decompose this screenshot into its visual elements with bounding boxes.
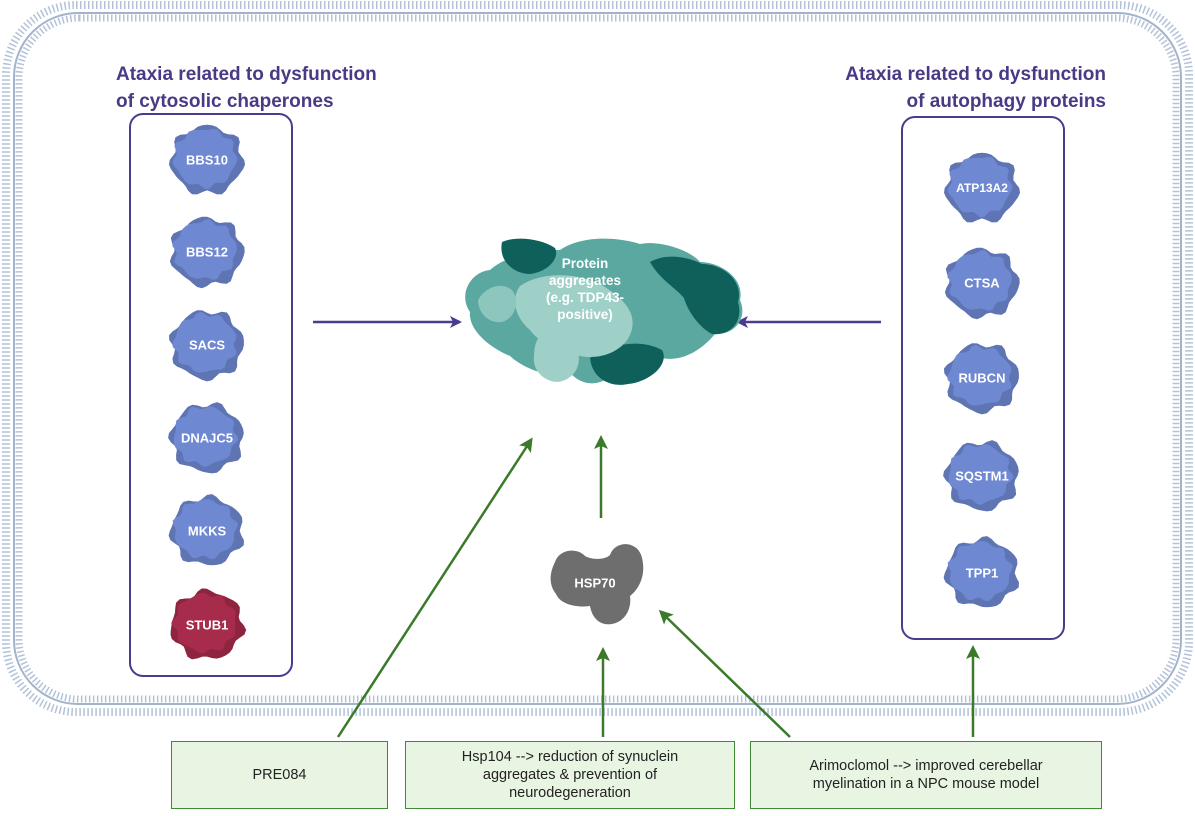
protein-label: CTSA — [964, 275, 1000, 290]
protein-label: STUB1 — [186, 617, 229, 632]
hsp70-protein — [550, 544, 644, 625]
left-blob-highlight — [173, 406, 239, 467]
protein-label: MKKS — [188, 523, 227, 538]
protein-label: BBS10 — [186, 152, 228, 167]
treatment-text: Arimoclomol --> improved cerebellar — [809, 758, 1043, 774]
heading-line: Ataxia related to dysfunction — [845, 64, 1106, 85]
autophagy-proteins-panel — [901, 116, 1065, 640]
autophagy-proteins-heading: Ataxia related to dysfunction of autopha… — [845, 61, 1106, 115]
left-blob-highlight — [171, 592, 236, 654]
treatment-box-arimoclomol: Arimoclomol --> improved cerebellar myel… — [750, 741, 1102, 809]
aggregate-label-line: (e.g. TDP43- — [546, 290, 624, 305]
aggregate-label-line: positive) — [557, 307, 613, 322]
protein-label: BBS12 — [186, 244, 228, 259]
right-blob-highlight — [947, 541, 1014, 602]
right-blob-highlight — [947, 156, 1013, 218]
aggregate-label: Protein aggregates (e.g. TDP43- positive) — [546, 256, 624, 322]
protein-sqstm1: SQSTM1 — [943, 440, 1019, 512]
left-blob-highlight — [172, 499, 239, 560]
protein-sacs: SACS — [169, 310, 244, 382]
protein-stub1: STUB1 — [170, 588, 247, 660]
cytosolic-chaperones-panel — [129, 113, 293, 677]
cell-membrane — [2, 1, 1193, 716]
protein-bbs12: BBS12 — [169, 216, 245, 289]
treatment-text: myelination in a NPC mouse model — [812, 776, 1040, 792]
protein-label: ATP13A2 — [956, 181, 1008, 195]
treatment-text: aggregates & prevention of — [482, 767, 658, 783]
treatment-box-pre084: PRE084 — [171, 741, 388, 809]
aggregate-label-line: Protein — [562, 256, 609, 271]
left-blob-highlight — [172, 219, 237, 280]
pre084-arrow — [336, 437, 533, 738]
heading-line: of cytosolic chaperones — [116, 91, 334, 112]
treatment-box-hsp104: Hsp104 --> reduction of synuclein aggreg… — [405, 741, 735, 809]
protein-ctsa: CTSA — [944, 247, 1020, 320]
right-blob-highlight — [947, 250, 1012, 311]
protein-label: RUBCN — [959, 370, 1006, 385]
treatment-text: Hsp104 --> reduction of synuclein — [461, 749, 679, 765]
protein-mkks: MKKS — [168, 494, 244, 566]
protein-label: TPP1 — [966, 565, 999, 580]
right-blob-highlight — [948, 444, 1014, 505]
protein-dnajc5: DNAJC5 — [168, 402, 244, 474]
protein-rubcn: RUBCN — [944, 343, 1019, 415]
heading-line: Ataxia related to dysfunction — [116, 64, 377, 85]
treatment-text: PRE084 — [252, 767, 307, 783]
left-blob-highlight — [172, 311, 237, 373]
protein-label: SQSTM1 — [955, 468, 1008, 483]
protein-bbs10: BBS10 — [169, 124, 245, 195]
arimoclomol-arrow — [658, 609, 791, 738]
protein-atp13a2: ATP13A2 — [944, 152, 1020, 223]
protein-label: DNAJC5 — [181, 430, 233, 445]
left-blob-highlight — [172, 128, 238, 190]
treatment-text: neurodegeneration — [509, 785, 631, 801]
protein-label: SACS — [189, 337, 225, 352]
aggregate-label-line: aggregates — [549, 273, 621, 288]
protein-aggregates — [465, 238, 743, 385]
right-blob-highlight — [947, 344, 1012, 406]
heading-line: of autophagy proteins — [906, 91, 1107, 112]
hsp70-label: HSP70 — [574, 575, 615, 590]
green-arrows — [336, 435, 980, 738]
cytosolic-chaperones-heading: Ataxia related to dysfunction of cytosol… — [116, 61, 377, 115]
protein-tpp1: TPP1 — [943, 536, 1019, 608]
